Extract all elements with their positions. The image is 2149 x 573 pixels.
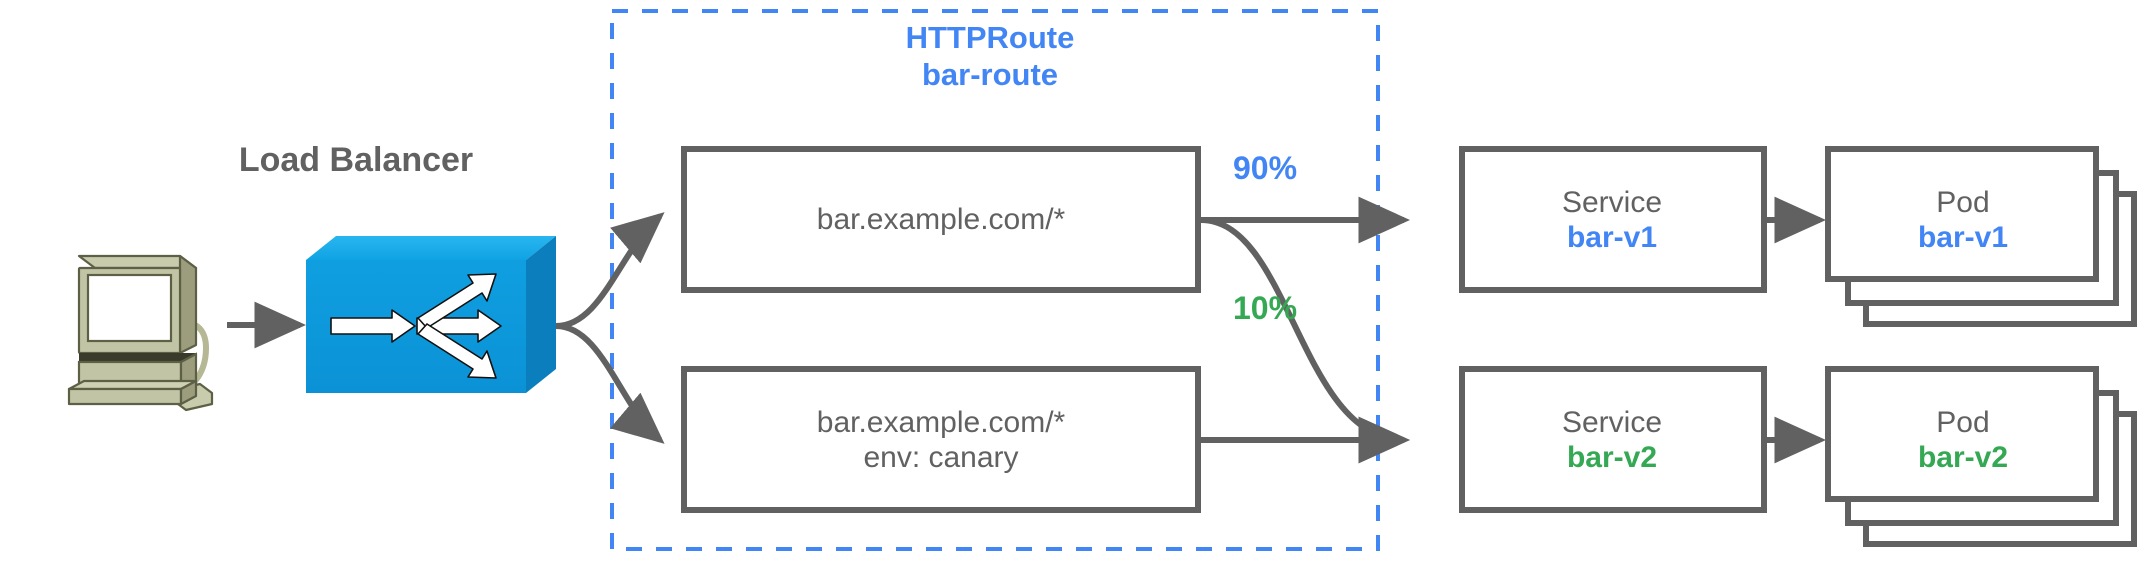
service-bar-v2-text: Service bar-v2 (1462, 370, 1762, 510)
pod-stack-bar-v1 (1825, 146, 2137, 327)
rule-2-match-text: bar.example.com/* env: canary (685, 370, 1197, 510)
edge-rule1-to-service-v2 (1200, 217, 1410, 464)
pod-name-label: bar-v1 (1917, 221, 2009, 254)
lb-split-edges (555, 212, 665, 444)
pod-bar-v2-text: Pod bar-v2 (1828, 370, 2098, 510)
load-balancer-label: Load Balancer (238, 141, 474, 179)
weight-label-90: 90% (1232, 150, 1298, 186)
service-kind-label: Service (1561, 405, 1663, 439)
rule-1-match-text: bar.example.com/* (685, 150, 1197, 290)
httproute-title: HTTPRoute bar-route (780, 20, 1200, 93)
pod-replica-card-1 (1825, 146, 2099, 282)
pod-kind-label: Pod (1936, 405, 1990, 439)
weight-label-10: 10% (1232, 290, 1298, 326)
rule-box-1 (681, 146, 1201, 293)
weighted-backend-edges (1200, 196, 1411, 464)
rule-1-hostname: bar.example.com/* (816, 203, 1066, 237)
httproute-dashed-container (610, 9, 1380, 551)
pod-name-label: bar-v2 (1917, 441, 2009, 474)
edge-lb-to-rule-1 (555, 212, 665, 329)
load-balancer-router-icon (306, 236, 556, 393)
service-box-bar-v1 (1459, 146, 1767, 293)
desktop-computer-icon (67, 254, 214, 412)
service-name-label: bar-v2 (1566, 441, 1658, 474)
httproute-kind-label: HTTPRoute (905, 20, 1075, 55)
rule-2-hostname: bar.example.com/* (816, 405, 1066, 439)
service-kind-label: Service (1561, 185, 1663, 219)
service-bar-v1-text: Service bar-v1 (1462, 150, 1762, 290)
httproute-name-label: bar-route (921, 56, 1059, 92)
service-name-label: bar-v1 (1566, 221, 1658, 254)
edge-lb-to-rule-2 (555, 323, 665, 444)
rule-box-2 (681, 366, 1201, 513)
pod-replica-card-1 (1825, 366, 2099, 502)
service-box-bar-v2 (1459, 366, 1767, 513)
pod-kind-label: Pod (1936, 185, 1990, 219)
pod-stack-bar-v2 (1825, 366, 2137, 547)
pod-bar-v1-text: Pod bar-v1 (1828, 150, 2098, 290)
rule-2-header-match: env: canary (863, 441, 1019, 474)
